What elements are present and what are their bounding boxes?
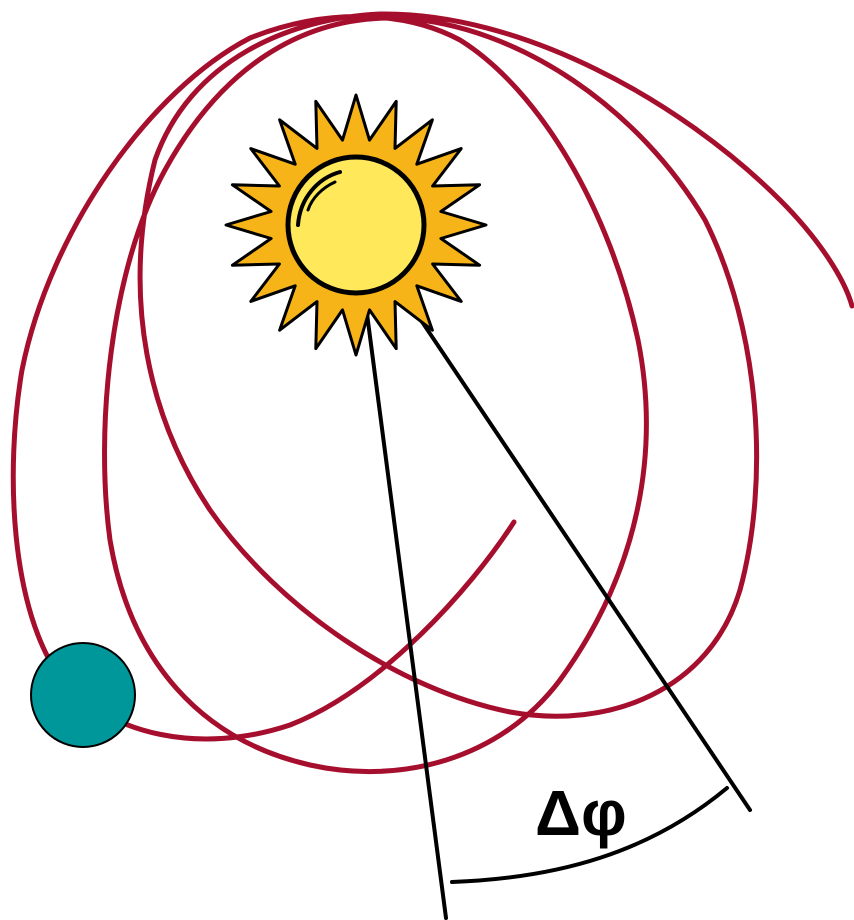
planet-icon bbox=[31, 643, 135, 747]
sun-disk bbox=[288, 157, 424, 293]
angle-label: Δφ bbox=[535, 777, 627, 849]
sun-icon bbox=[226, 95, 486, 355]
orbit-path bbox=[13, 14, 852, 772]
